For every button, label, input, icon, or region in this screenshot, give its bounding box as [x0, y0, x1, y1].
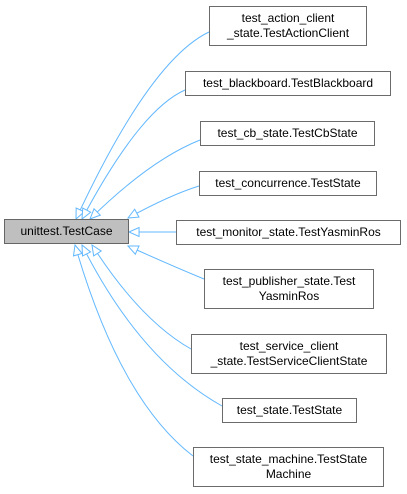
- class-node-test-blackboard[interactable]: test_blackboard.TestBlackboard: [185, 71, 391, 96]
- class-node-test-action-client[interactable]: test_action_client _state.TestActionClie…: [209, 6, 367, 46]
- class-label-line: YasminRos: [258, 289, 320, 303]
- inheritance-arrowhead: [81, 243, 92, 257]
- inheritance-edge-test-publisher-state: [127, 245, 205, 280]
- inheritance-arrowhead: [75, 207, 86, 221]
- inheritance-edge-test-blackboard: [81, 89, 186, 220]
- inheritance-arrowhead: [91, 243, 103, 257]
- base-class-node[interactable]: unittest.TestCase: [4, 219, 129, 244]
- inheritance-edge-test-state-machine: [74, 244, 194, 457]
- class-label-line: test_cb_state.TestCbState: [217, 126, 358, 140]
- class-label-line: _state.TestServiceClientState: [210, 354, 368, 368]
- class-label-line: test_publisher_state.Test: [222, 274, 356, 288]
- class-node-test-concurrence[interactable]: test_concurrence.TestState: [199, 171, 377, 196]
- inheritance-edge-test-cb-state: [89, 139, 201, 220]
- inheritance-edge-test-service-client: [91, 244, 192, 350]
- class-label-line: test_blackboard.TestBlackboard: [202, 76, 374, 90]
- inheritance-arrowhead: [126, 208, 140, 219]
- class-label-line: test_state_machine.TestState: [209, 452, 368, 466]
- inheritance-edge-test-state: [81, 244, 223, 407]
- class-label-line: test_service_client: [239, 339, 339, 353]
- class-label-line: test_monitor_state.TestYasminRos: [196, 225, 381, 239]
- inheritance-edge-test-concurrence: [127, 185, 200, 219]
- class-label-line: test_action_client: [241, 11, 335, 25]
- base-class-label: unittest.TestCase: [20, 224, 113, 238]
- class-node-test-service-client[interactable]: test_service_client _state.TestServiceCl…: [191, 334, 387, 374]
- class-node-test-monitor-state[interactable]: test_monitor_state.TestYasminRos: [176, 220, 401, 245]
- class-label-line: _state.TestActionClient: [226, 26, 350, 40]
- class-label-line: Machine: [265, 467, 312, 481]
- class-node-test-cb-state[interactable]: test_cb_state.TestCbState: [200, 121, 375, 146]
- inheritance-arrowhead: [89, 207, 102, 220]
- class-label-line: test_concurrence.TestState: [215, 176, 361, 190]
- class-node-test-state[interactable]: test_state.TestState: [222, 398, 357, 423]
- class-label-line: test_state.TestState: [236, 403, 343, 417]
- class-node-test-publisher-state[interactable]: test_publisher_state.Test YasminRos: [204, 269, 374, 309]
- inheritance-arrowhead: [127, 226, 140, 238]
- inheritance-arrowhead: [126, 245, 140, 256]
- inheritance-edge-test-action-client: [75, 31, 210, 220]
- inheritance-arrowhead: [81, 207, 92, 221]
- inheritance-arrowhead: [72, 243, 83, 257]
- class-node-test-state-machine[interactable]: test_state_machine.TestState Machine: [193, 447, 384, 487]
